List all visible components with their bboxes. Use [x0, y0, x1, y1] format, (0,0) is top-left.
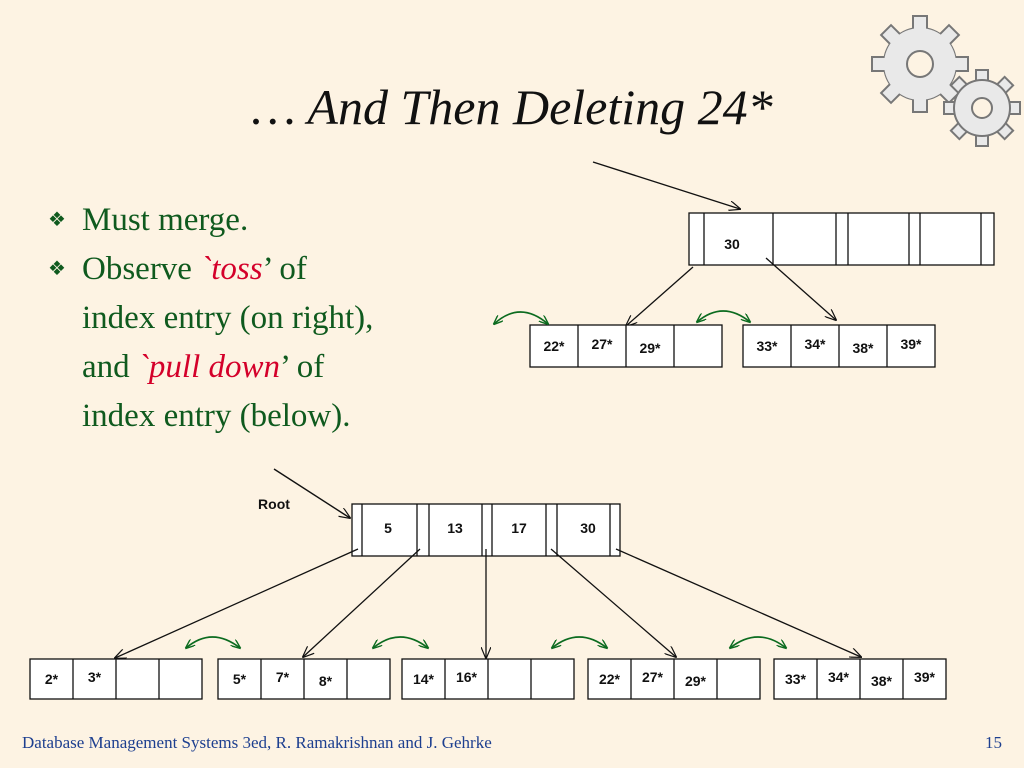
highlight-toss: `toss [200, 251, 263, 287]
leaf-entry: 39* [900, 336, 922, 352]
gears-icon [871, 15, 1021, 147]
bullet-text-observe: Observe [82, 251, 201, 287]
leaf-entry: 29* [685, 673, 707, 689]
sibling-arrow-icon [186, 636, 240, 648]
root-label: Root [258, 496, 290, 512]
top-root-pointer [592, 161, 740, 209]
leaf-entry: 34* [804, 336, 826, 352]
sibling-arrow-icon [697, 310, 750, 322]
bottom-leaf-3: 14* 16* [401, 658, 575, 700]
bottom-leaf-1: 2* 3* [29, 658, 203, 700]
top-child-pointer-right [765, 257, 836, 320]
bottom-index-key: 17 [511, 520, 527, 536]
leaf-entry: 33* [756, 338, 778, 354]
child-pointer [115, 548, 359, 658]
child-pointer [550, 548, 676, 657]
root-pointer [273, 468, 350, 518]
diamond-bullet-icon: ❖ [48, 209, 66, 231]
top-leaf-1: 22* 27* 29* [529, 324, 723, 368]
sibling-arrow-icon [730, 636, 786, 648]
sibling-arrow-icon [494, 311, 548, 324]
bottom-index-key: 5 [384, 520, 392, 536]
leaf-entry: 38* [852, 340, 874, 356]
leaf-entry: 14* [413, 671, 435, 687]
bottom-index-key: 13 [447, 520, 463, 536]
leaf-entry: 39* [914, 669, 936, 685]
leaf-entry: 38* [871, 673, 893, 689]
leaf-entry: 2* [45, 671, 59, 687]
leaf-entry: 33* [785, 671, 807, 687]
top-index-node [688, 212, 995, 266]
bottom-leaf-4: 22* 27* 29* [587, 658, 761, 700]
footer-citation: Database Management Systems 3ed, R. Rama… [22, 733, 492, 752]
bottom-leaf-5: 33* 34* 38* 39* [773, 658, 947, 700]
diamond-bullet-icon: ❖ [48, 258, 66, 280]
leaf-entry: 27* [591, 336, 613, 352]
child-pointer [303, 548, 421, 657]
highlight-pull-down: `pull down [137, 349, 280, 385]
slide-title: … And Then Deleting 24* [251, 79, 773, 135]
sibling-arrow-icon [552, 636, 607, 648]
sibling-arrow-icon [373, 636, 428, 648]
bottom-index-key: 30 [580, 520, 596, 536]
bullet-observe: ❖ Observe `toss’ of index entry (on righ… [48, 245, 373, 441]
child-pointer [615, 548, 861, 657]
bullet-text: index entry (below). [82, 398, 351, 434]
top-child-pointer-left [626, 266, 694, 326]
bullet-list: ❖ Must merge. ❖ Observe `toss’ of index … [48, 196, 373, 441]
page-number: 15 [985, 733, 1002, 752]
bottom-tree: Root 5 13 17 30 2*3*5*7*8*14*1 [29, 468, 947, 700]
bullet-must-merge: ❖ Must merge. [48, 196, 373, 245]
bottom-index-node [351, 503, 621, 557]
leaf-entry: 22* [543, 338, 565, 354]
leaf-entry: 27* [642, 669, 664, 685]
top-index-key: 30 [724, 236, 740, 252]
bullet-text: ’ of [280, 349, 325, 385]
leaf-entry: 8* [319, 673, 333, 689]
leaf-entry: 5* [233, 671, 247, 687]
leaf-entry: 34* [828, 669, 850, 685]
top-leaf-2: 33* 34* 38* 39* [742, 324, 936, 368]
leaf-entry: 7* [276, 669, 290, 685]
leaf-entry: 29* [639, 340, 661, 356]
bullet-text: ’ of [262, 251, 307, 287]
bullet-text: and [82, 349, 138, 385]
bullet-text: index entry (on right), [82, 300, 374, 336]
leaf-entry: 22* [599, 671, 621, 687]
bullet-text: Must merge. [82, 202, 249, 238]
leaf-entry: 16* [456, 669, 478, 685]
top-tree: 30 22* 27* 29* 33* 34* 38* 39* [494, 161, 995, 368]
leaf-entry: 3* [88, 669, 102, 685]
bottom-leaf-2: 5* 7* 8* [217, 658, 391, 700]
